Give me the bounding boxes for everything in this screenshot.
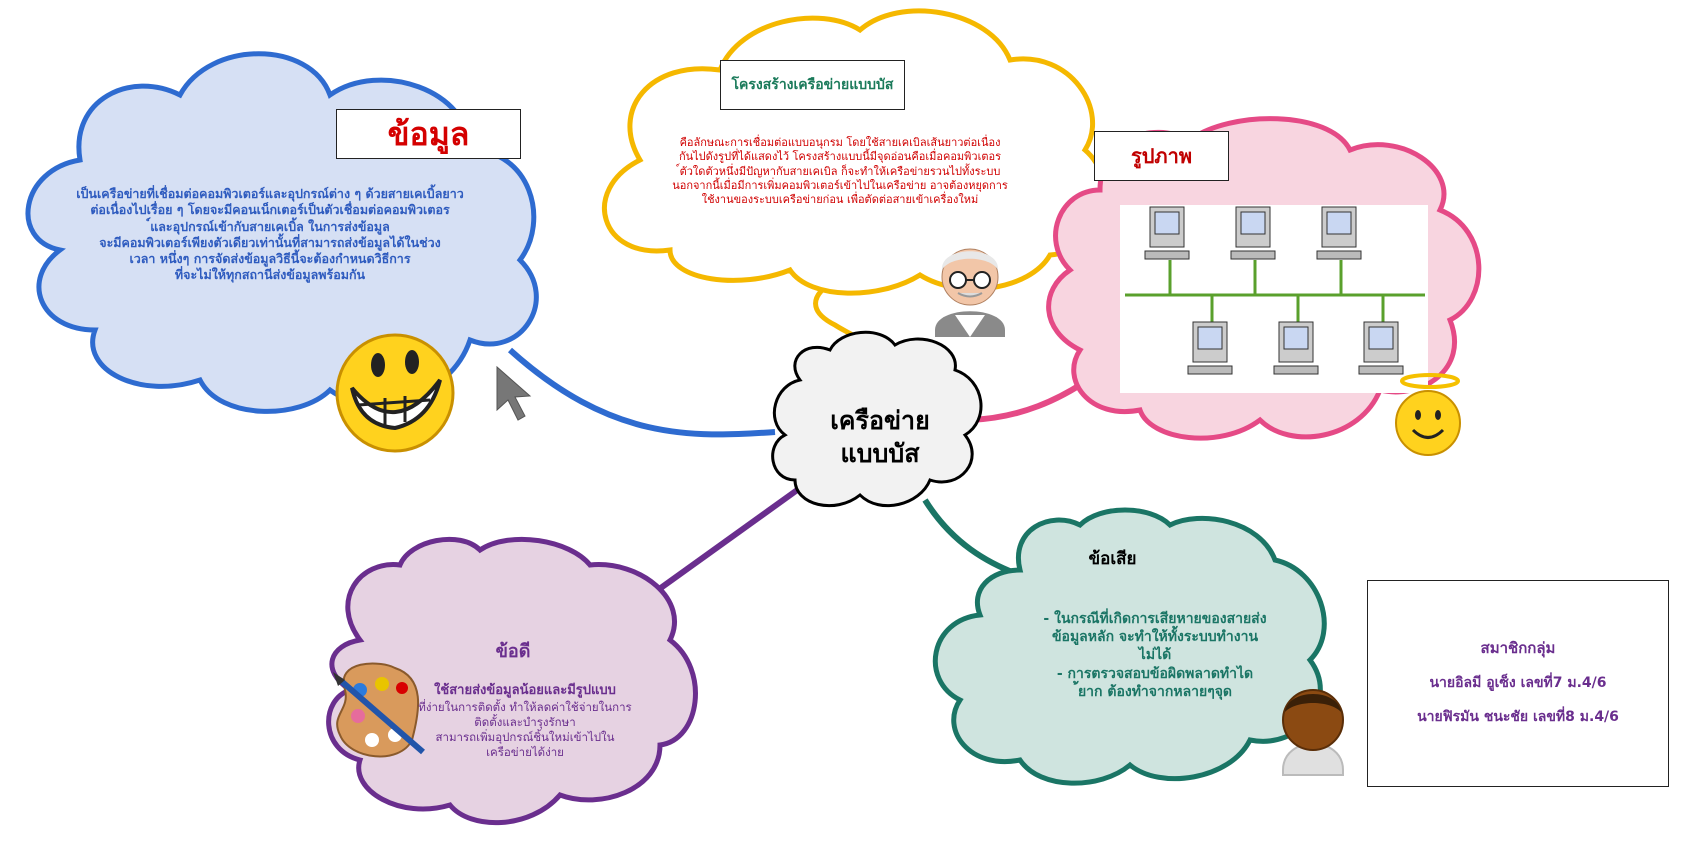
pros-line: สามารถเพิ่มอุปกรณ์ชิ้นใหม่เข้าไปใน	[435, 729, 615, 744]
structure-line: ์ตัวใดตัวหนึ่งมีปัญหากับสายเคเบิล ก็จะทำ…	[679, 164, 1001, 178]
computer-icon	[1144, 206, 1190, 260]
picture-title-box: รูปภาพ	[1094, 131, 1229, 181]
cons-line: ้ยาก ต้องทำจากหลายๆจุด	[1077, 683, 1233, 700]
pros-line: ใช้สายส่งข้อมูลน้อยและมีรูปแบบ	[434, 683, 616, 698]
data-line: ์และอุปกรณ์เข้ากับสายเคเบิ้ล ในการส่งข้อ…	[150, 218, 390, 234]
data-line: ที่จะไม่ให้ทุกสถานีส่งข้อมูลพร้อมกัน	[174, 267, 366, 283]
data-title-box: ข้อมูล	[336, 109, 521, 159]
center-title-line2: แบบบัส	[840, 438, 920, 468]
cons-body-text: - ในกรณีที่เกิดการเสียหายของสายส่ง ข้อมู…	[1005, 610, 1305, 701]
cons-line: - การตรวจสอบข้อผิดพลาดทำได	[1056, 665, 1254, 682]
old-man-teacher-icon	[935, 248, 1005, 337]
structure-title-box: โครงสร้างเครือข่ายแบบบัส	[720, 60, 905, 110]
data-line: เวลา หนึ่งๆ การจัดส่งข้อมูลวิธีนี้จะต้อง…	[129, 251, 411, 266]
pros-line: ที่ง่ายในการติดตั้ง ทำให้ลดค่าใช้จ่ายในก…	[418, 699, 632, 714]
structure-line: คือลักษณะการเชื่อมต่อแบบอนุกรม โดยใช้สาย…	[679, 136, 1001, 149]
members-box: สมาชิกกลุ่ม นายอิลมี อูเซ็ง เลขที่7 ม.4/…	[1367, 580, 1669, 787]
connector-to-data	[507, 347, 776, 438]
structure-line: นอกจากนี้เมื่อมีการเพิ่มคอมพิวเตอร์เข้าไ…	[672, 178, 1008, 192]
angel-smiley-icon	[1395, 373, 1461, 456]
structure-line: ใช้งานของระบบเครือข่ายก่อน เพื่อตัดต่อสา…	[701, 193, 979, 207]
cons-title: ข้อเสีย	[1088, 549, 1137, 569]
center-title: เครือข่าย แบบบัส	[780, 405, 980, 470]
cons-cloud	[932, 507, 1327, 786]
structure-body-text: คือลักษณะการเชื่อมต่อแบบอนุกรม โดยใช้สาย…	[635, 136, 1045, 207]
computer-icon	[1187, 321, 1233, 375]
computer-icon	[1358, 321, 1404, 375]
person-avatar-icon	[1282, 689, 1344, 776]
data-line: เป็นเครือข่ายที่เชื่อมต่อคอมพิวเตอร์และอ…	[76, 186, 464, 201]
cons-line: ข้อมูลหลัก จะทำให้ทั้งระบบทำงาน	[1051, 629, 1259, 646]
center-cloud	[771, 330, 983, 508]
structure-title: โครงสร้างเครือข่ายแบบบัส	[731, 77, 894, 93]
picture-title: รูปภาพ	[1130, 144, 1193, 168]
data-line: จะมีคอมพิวเตอร์เพียงตัวเดียวเท่านั้นที่ส…	[99, 234, 441, 250]
center-title-line1: เครือข่าย	[830, 406, 930, 435]
cons-line: ไม่ได้	[1138, 647, 1172, 664]
grinning-smiley-icon	[335, 333, 455, 453]
pros-line: เครือข่ายได้ง่าย	[486, 744, 564, 759]
data-title: ข้อมูล	[387, 114, 470, 153]
bus-network-diagram	[1120, 205, 1428, 393]
member-2: นายฟิรมัน ชนะชัย เลขที่8 ม.4/6	[1417, 709, 1619, 725]
pros-line: ติดตั้งและบำรุงรักษา	[474, 714, 576, 729]
computer-icon	[1230, 206, 1276, 260]
cons-line: - ในกรณีที่เกิดการเสียหายของสายส่ง	[1043, 611, 1267, 627]
structure-line: กันไปดังรูปที่ได้แสดงไว้ โครงสร้างแบบนี้…	[678, 150, 1002, 164]
member-1: นายอิลมี อูเซ็ง เลขที่7 ม.4/6	[1429, 675, 1607, 691]
paint-palette-icon	[333, 662, 425, 758]
members-title: สมาชิกกลุ่ม	[1480, 639, 1556, 657]
data-body-text: เป็นเครือข่ายที่เชื่อมต่อคอมพิวเตอร์และอ…	[40, 186, 500, 284]
pros-body-text: ใช้สายส่งข้อมูลน้อยและมีรูปแบบ ที่ง่ายใน…	[395, 683, 655, 760]
mouse-cursor-icon	[496, 365, 532, 421]
pros-title: ข้อดี	[495, 641, 531, 662]
computer-icon	[1316, 206, 1362, 260]
data-line: ต่อเนื่องไปเรื่อย ๆ โดยจะมีคอนเน็กเตอร์เ…	[90, 202, 450, 218]
computer-icon	[1273, 321, 1319, 375]
